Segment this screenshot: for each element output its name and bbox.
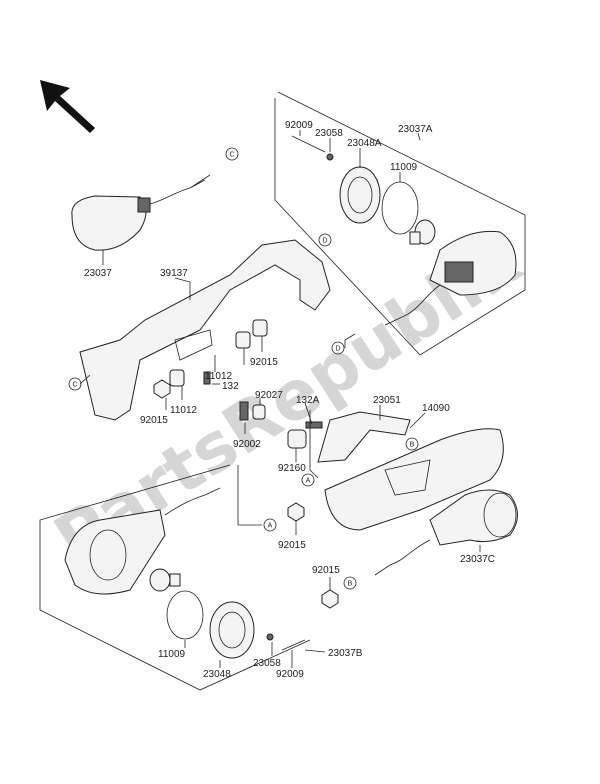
nut-92015-low [153, 379, 171, 399]
leader-lines [79, 130, 481, 668]
label-23048A: 23048A [347, 138, 382, 149]
ref-b2-text: B [348, 581, 353, 588]
label-132A: 132A [296, 395, 320, 406]
ref-d1: D [318, 233, 332, 247]
label-11012-low: 11012 [170, 405, 198, 416]
ref-b2: B [343, 576, 357, 590]
ref-b1: B [405, 437, 419, 451]
label-23048: 23048 [203, 669, 231, 680]
bulb-lower [149, 568, 181, 592]
label-11009-top: 11009 [390, 162, 418, 173]
lamp-housing-23037B [64, 487, 221, 595]
washer-23058-low [266, 633, 274, 641]
ref-c1: C [225, 147, 239, 161]
signal-lamp-23037C [374, 489, 518, 576]
label-11012-top: 11012 [205, 371, 233, 382]
ring-11009-top [381, 181, 419, 235]
label-11009-low: 11009 [158, 649, 186, 660]
rim-23048 [209, 601, 255, 659]
bracket-39137 [79, 239, 331, 421]
ref-c1-text: C [229, 152, 234, 159]
bolt-92002 [239, 401, 249, 421]
signal-lamp-23037 [71, 174, 211, 251]
ring-11009-low [166, 590, 204, 640]
label-23051: 23051 [373, 395, 401, 406]
label-39137: 39137 [160, 268, 188, 279]
collar-92027 [252, 404, 266, 420]
label-23037C: 23037C [460, 554, 495, 565]
label-23058-low: 23058 [253, 658, 281, 669]
collar-11012-top [235, 331, 251, 349]
frame-23037B [39, 464, 311, 691]
label-92015-low: 92015 [140, 415, 168, 426]
bracket-23051 [317, 411, 411, 463]
grommet-92160 [287, 429, 307, 449]
ref-a1-text: A [306, 478, 311, 485]
bolt-132 [203, 371, 211, 385]
label-23037: 23037 [84, 268, 112, 279]
label-92015-mid: 92015 [278, 540, 306, 551]
label-92027: 92027 [255, 390, 283, 401]
nut-92015-mid [287, 502, 305, 522]
screw-92009-top [291, 135, 326, 153]
collar-92015-top [252, 319, 268, 337]
label-92009-top: 92009 [285, 120, 313, 131]
label-14090: 14090 [422, 403, 450, 414]
ref-d2-text: D [335, 346, 340, 353]
label-92015-right: 92015 [312, 565, 340, 576]
collar-11012-low [169, 369, 185, 387]
ref-c2: C [68, 377, 82, 391]
label-92015-top: 92015 [250, 357, 278, 368]
lamp-housing-23037A [384, 230, 517, 326]
bolt-132A [305, 421, 323, 429]
nut-92015-right [321, 589, 339, 609]
label-23037A: 23037A [398, 124, 433, 135]
ref-a2: A [263, 518, 277, 532]
label-92160: 92160 [278, 463, 306, 474]
ref-a2-text: A [268, 523, 273, 530]
ref-b1-text: B [410, 442, 415, 449]
rim-23048A [339, 166, 381, 224]
cover-14090 [324, 428, 504, 531]
label-92002: 92002 [233, 439, 261, 450]
screw-92009-low [281, 639, 306, 651]
label-23058-top: 23058 [315, 128, 343, 139]
ref-a1: A [301, 473, 315, 487]
label-92009-low: 92009 [276, 669, 304, 680]
arrow-up-left-icon [40, 80, 95, 133]
ref-c2-text: C [72, 382, 77, 389]
frame-23037A [274, 91, 526, 356]
ref-d1-text: D [322, 238, 327, 245]
bulb-top [409, 219, 436, 245]
ref-d2: D [331, 341, 345, 355]
label-23037B: 23037B [328, 648, 363, 659]
label-132: 132 [222, 381, 239, 392]
washer-23058-top [326, 153, 334, 161]
